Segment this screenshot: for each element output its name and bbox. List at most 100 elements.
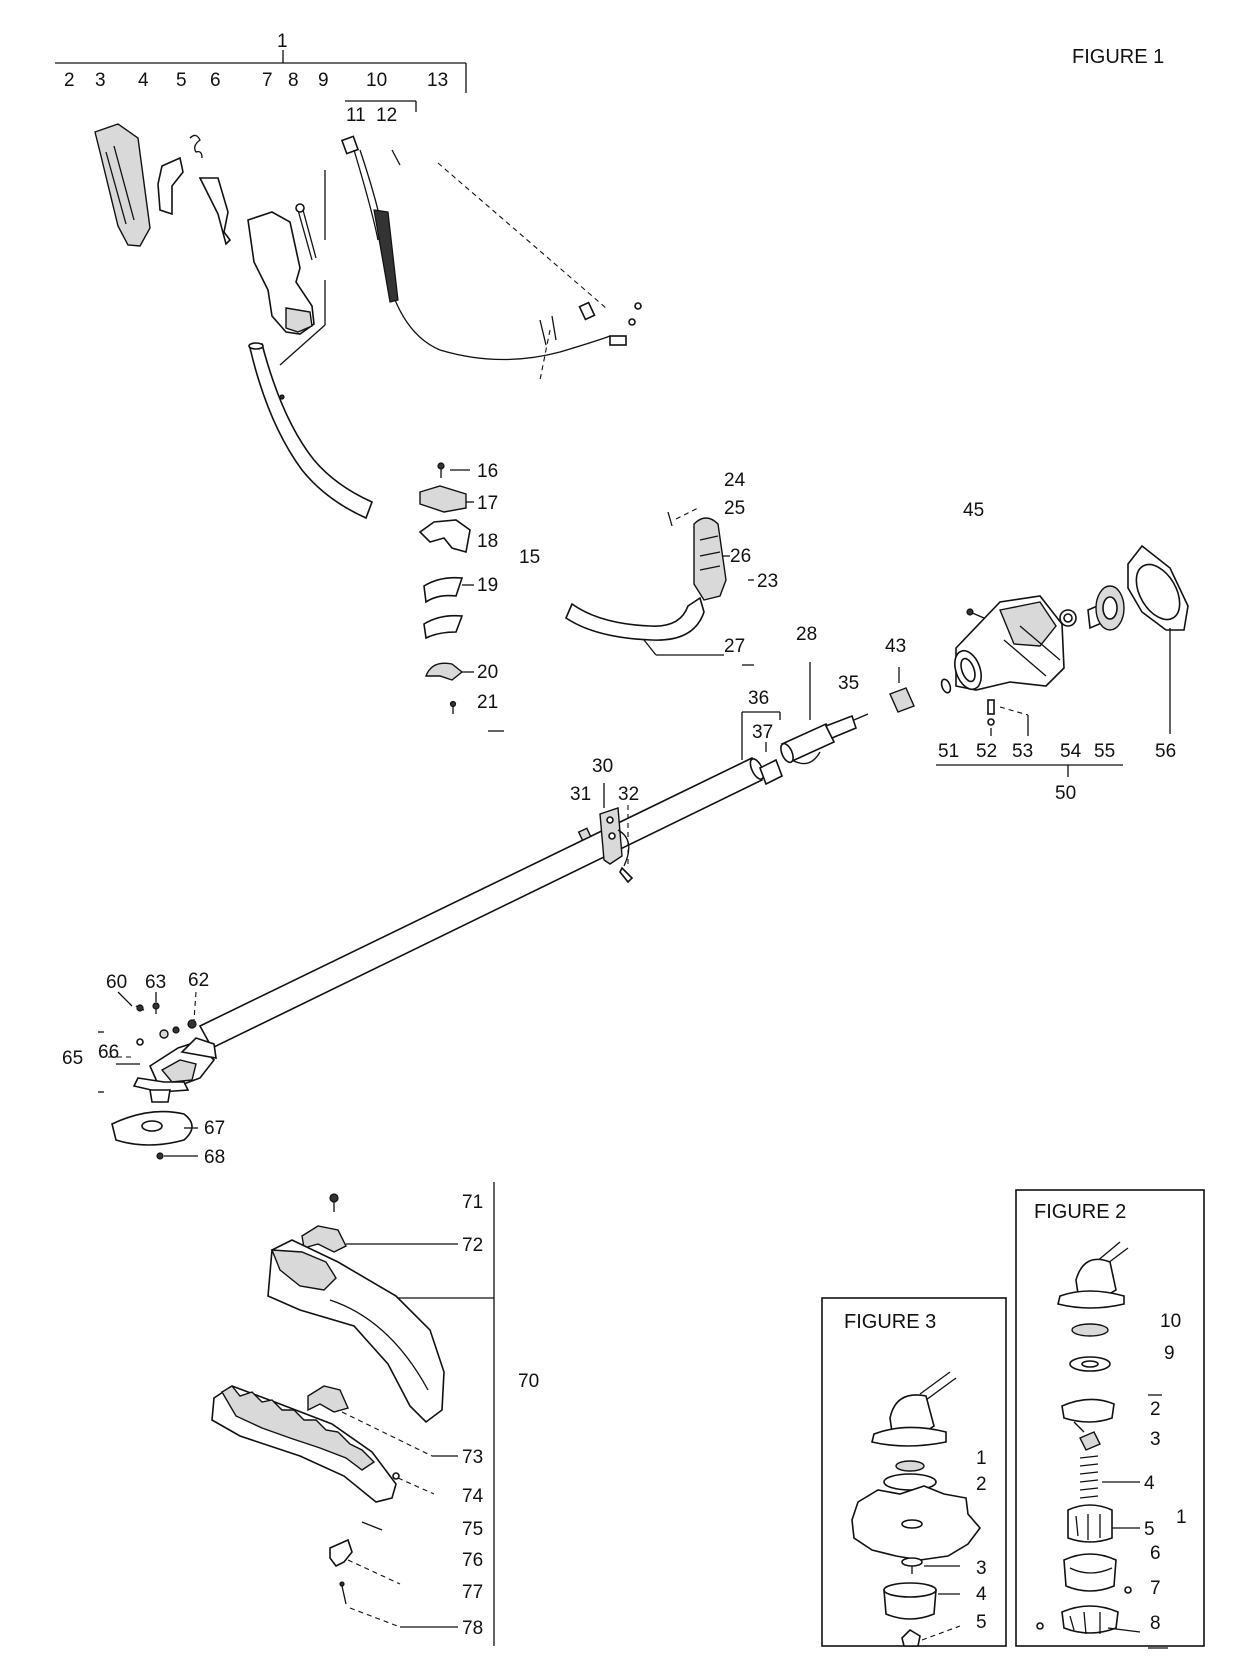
label-51: 51 [938,741,959,762]
screw-78 [339,1581,347,1605]
screw-71 [329,1193,339,1212]
label-37: 37 [752,722,773,743]
cover-plate-67 [111,1110,198,1146]
fig3-label-3: 3 [976,1558,987,1579]
gear-head [98,991,217,1103]
label-27: 27 [724,636,745,657]
screw-63 [152,992,160,1014]
label-36: 36 [748,688,769,709]
fig3-label-4: 4 [976,1584,987,1605]
label-6: 6 [210,70,221,91]
label-23: 23 [757,571,778,592]
grip-25-26 [693,517,727,601]
label-73: 73 [462,1447,483,1468]
label-31: 31 [570,784,591,805]
label-72: 72 [462,1235,483,1256]
label-28: 28 [796,624,817,645]
fig2-label-5: 5 [1144,1519,1155,1540]
label-3: 3 [95,70,106,91]
label-45: 45 [963,500,984,521]
label-71: 71 [462,1192,483,1213]
clamp-insert [423,614,464,640]
label-2: 2 [64,70,75,91]
fig2-label-7: 7 [1150,1578,1161,1599]
figure3-parts [851,1371,982,1647]
throttle-trigger [157,156,184,216]
guard-assembly [211,1182,495,1646]
main-tube [198,711,784,1050]
label-4: 4 [138,70,149,91]
label-15: 15 [519,547,540,568]
label-63: 63 [145,972,166,993]
clamp-bottom-20 [424,662,464,681]
clutch-housing [940,595,1065,694]
label-30: 30 [592,756,613,777]
screw-45 [966,608,985,619]
label-11: 11 [346,105,366,126]
label-12: 12 [376,105,397,126]
screw-60 [117,991,145,1012]
set-screw-52-53 [987,699,1029,736]
fig2-label-6: 6 [1150,1543,1161,1564]
throttle-lock [198,177,232,246]
fig3-label-5: 5 [976,1612,987,1633]
label-17: 17 [477,493,498,514]
label-1: 1 [277,31,288,52]
label-55: 55 [1094,741,1115,762]
throttle-cable [340,135,642,381]
figure3: FIGURE 3 1 2 3 4 5 [821,1297,1007,1647]
fig2-label-2: 2 [1150,1399,1161,1420]
front-handle [565,506,754,666]
label-77: 77 [462,1582,483,1603]
label-70: 70 [518,1371,539,1392]
label-13: 13 [427,70,448,91]
figure2-parts [1036,1241,1168,1649]
label-8: 8 [288,70,299,91]
label-16: 16 [477,461,498,482]
fig3-label-1: 1 [976,1448,987,1469]
harness-bracket [577,783,634,884]
figure2: FIGURE 2 10 [1015,1189,1205,1649]
label-50: 50 [1055,783,1076,804]
label-53: 53 [1012,741,1033,762]
label-66: 66 [98,1042,119,1063]
rear-handle-right-half [247,211,315,335]
label-10: 10 [366,70,387,91]
bushing-43 [889,667,915,713]
label-60: 60 [106,972,127,993]
label-52: 52 [976,741,997,762]
fig3-label-2: 2 [976,1474,987,1495]
label-7: 7 [262,70,273,91]
clamp-insert-19 [423,576,464,604]
label-54: 54 [1060,741,1082,762]
label-20: 20 [477,662,498,683]
figure3-title: FIGURE 3 [844,1311,936,1333]
label-18: 18 [477,531,498,552]
screw-24 [667,511,673,527]
label-24: 24 [724,470,746,491]
label-35: 35 [838,673,859,694]
label-19: 19 [477,575,498,596]
clutch-ring-56 [1127,544,1189,734]
label-68: 68 [204,1147,225,1168]
label-25: 25 [724,498,745,519]
label-5: 5 [176,70,187,91]
clamp-top-17 [419,485,467,513]
clutch-drum [1059,585,1125,631]
screw-21 [449,700,457,714]
clip-76 [329,1538,353,1568]
screw-68 [156,1152,198,1160]
figure2-title: FIGURE 2 [1034,1201,1126,1223]
label-32: 32 [618,784,639,805]
clamp-assembly [418,462,504,732]
screw-16 [437,462,445,478]
handlebar-27 [565,596,705,641]
label-43: 43 [885,636,906,657]
fig2-label-10: 10 [1160,1311,1181,1332]
drive-shaft [780,662,869,765]
label-56: 56 [1155,741,1176,762]
label-9: 9 [318,70,329,91]
fig2-label-8: 8 [1150,1613,1161,1634]
rear-handle-left-half [94,123,151,247]
